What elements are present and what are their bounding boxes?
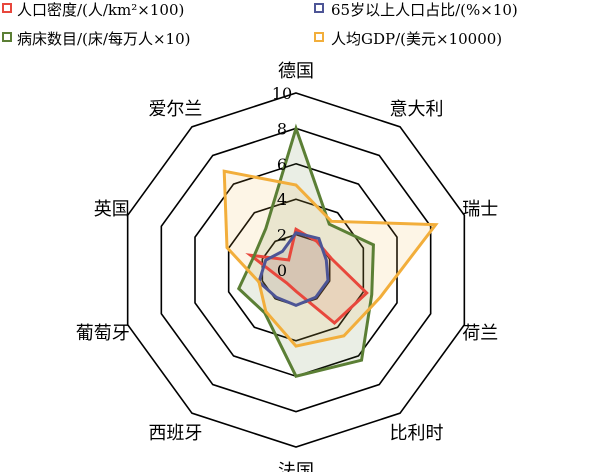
series-area-population-density bbox=[250, 229, 367, 323]
grid-ring-10 bbox=[126, 92, 466, 448]
legend-swatch-elderly-share bbox=[314, 3, 324, 13]
legend-item-population-density: 人口密度/(人/km²×100) bbox=[2, 1, 184, 19]
point-elderly-share-germany bbox=[294, 231, 298, 235]
axis-label-belgium: 比利时 bbox=[390, 423, 444, 444]
legend-label-elderly-share: 65岁以上人口占比/(%×10) bbox=[331, 1, 518, 19]
series-area-hospital-beds bbox=[238, 128, 374, 377]
grid-ring-8 bbox=[160, 127, 432, 413]
point-elderly-share-uk bbox=[264, 258, 267, 262]
axis-label-germany: 德国 bbox=[278, 61, 314, 82]
axis-label-france: 法国 bbox=[278, 461, 314, 472]
point-hospital-beds-portugal bbox=[237, 287, 240, 290]
legend-swatch-hospital-beds bbox=[2, 32, 12, 42]
point-hospital-beds-italy bbox=[328, 222, 331, 226]
point-gdp-per-capita-portugal bbox=[257, 280, 261, 284]
legend-swatch-population-density bbox=[2, 3, 12, 13]
tick-label-10: 10 bbox=[272, 84, 292, 103]
point-gdp-per-capita-spain bbox=[264, 310, 268, 313]
point-population-density-germany bbox=[294, 228, 298, 231]
point-elderly-share-switzerland bbox=[325, 258, 328, 262]
axis-label-spain: 西班牙 bbox=[148, 423, 202, 444]
axis-label-netherlands: 荷兰 bbox=[462, 323, 498, 344]
point-gdp-per-capita-ireland bbox=[223, 169, 226, 173]
point-gdp-per-capita-uk bbox=[225, 246, 229, 249]
tick-label-0: 0 bbox=[277, 261, 287, 280]
point-population-density-portugal bbox=[276, 274, 279, 278]
point-gdp-per-capita-france bbox=[294, 344, 298, 348]
point-population-density-uk bbox=[249, 254, 252, 257]
point-elderly-share-ireland bbox=[281, 250, 284, 253]
legend-item-gdp-per-capita: 人均GDP/(美元×10000) bbox=[314, 30, 502, 48]
legend-label-gdp-per-capita: 人均GDP/(美元×10000) bbox=[331, 30, 502, 48]
point-gdp-per-capita-switzerland bbox=[434, 223, 437, 226]
axis-label-uk: 英国 bbox=[94, 199, 130, 220]
point-population-density-italy bbox=[315, 240, 319, 243]
point-elderly-share-belgium bbox=[314, 296, 317, 299]
series-area-elderly-share bbox=[258, 232, 328, 306]
axis-label-portugal: 葡萄牙 bbox=[76, 323, 130, 344]
point-elderly-share-netherlands bbox=[326, 279, 330, 282]
point-elderly-share-spain bbox=[275, 296, 278, 299]
point-hospital-beds-ireland bbox=[264, 227, 268, 230]
point-elderly-share-italy bbox=[317, 237, 321, 240]
point-gdp-per-capita-belgium bbox=[342, 334, 346, 338]
point-population-density-ireland bbox=[287, 258, 290, 262]
legend-item-elderly-share: 65岁以上人口占比/(%×10) bbox=[314, 1, 518, 19]
tick-label-8: 8 bbox=[277, 119, 287, 138]
radial-tick-labels: 0 2 4 6 8 10 bbox=[272, 84, 292, 280]
axis-label-ireland: 爱尔兰 bbox=[148, 99, 202, 120]
legend: 人口密度/(人/km²×100) 65岁以上人口占比/(%×10) 病床数目/(… bbox=[2, 1, 518, 48]
point-population-density-switzerland bbox=[330, 257, 333, 260]
radar-series bbox=[222, 123, 439, 378]
tick-label-4: 4 bbox=[277, 190, 287, 209]
point-gdp-per-capita-germany bbox=[294, 183, 298, 187]
point-hospital-beds-netherlands bbox=[370, 293, 373, 296]
point-elderly-share-france bbox=[294, 304, 298, 307]
point-hospital-beds-belgium bbox=[360, 359, 363, 362]
legend-swatch-gdp-per-capita bbox=[314, 32, 324, 42]
point-gdp-per-capita-netherlands bbox=[378, 296, 382, 299]
point-hospital-beds-uk bbox=[252, 255, 256, 258]
tick-label-6: 6 bbox=[277, 155, 287, 174]
point-hospital-beds-france bbox=[294, 375, 298, 378]
legend-label-population-density: 人口密度/(人/km²×100) bbox=[17, 1, 184, 19]
axis-label-switzerland: 瑞士 bbox=[462, 199, 498, 220]
point-hospital-beds-germany bbox=[294, 127, 298, 130]
point-hospital-beds-switzerland bbox=[372, 243, 375, 247]
axis-label-italy: 意大利 bbox=[390, 99, 444, 120]
point-population-density-netherlands bbox=[365, 291, 368, 295]
point-population-density-belgium bbox=[333, 321, 336, 325]
point-gdp-per-capita-italy bbox=[330, 220, 333, 223]
point-population-density-france bbox=[294, 290, 298, 293]
legend-label-hospital-beds: 病床数目/(床/每万人×10) bbox=[17, 30, 190, 48]
legend-item-hospital-beds: 病床数目/(床/每万人×10) bbox=[2, 30, 190, 48]
tick-label-2: 2 bbox=[277, 226, 287, 245]
point-population-density-spain bbox=[285, 281, 288, 285]
